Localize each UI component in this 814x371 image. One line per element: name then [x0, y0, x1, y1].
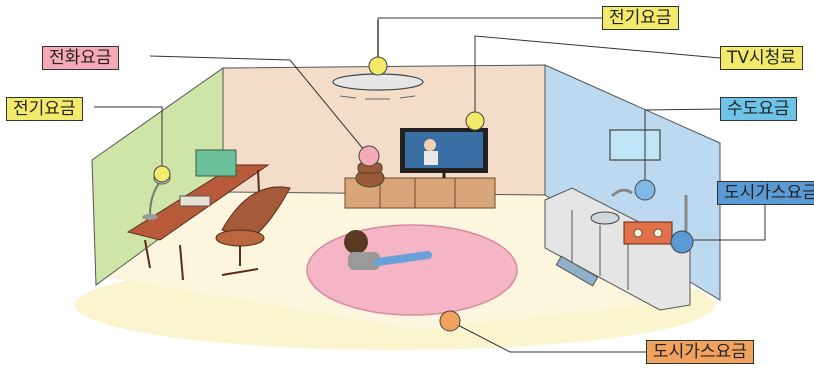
tv-label: TV시청료 [720, 46, 803, 70]
rug [307, 225, 517, 315]
desk-lamp-label: 전기요금 [6, 97, 83, 121]
ceiling-light-label: 전기요금 [602, 6, 679, 30]
ceiling-light-marker [369, 57, 387, 75]
water-label: 수도요금 [720, 97, 797, 121]
floor-gas-marker [440, 311, 460, 331]
telephone-icon [356, 163, 384, 187]
desk-lamp-marker [154, 166, 170, 182]
phone-label: 전화요금 [42, 46, 119, 70]
stove-gas-label: 도시가스요금 [717, 181, 814, 205]
stove-gas-marker [671, 231, 693, 253]
tv-marker [466, 112, 484, 130]
water-marker [635, 180, 655, 200]
window [610, 130, 660, 160]
floor-gas-label: 도시가스요금 [646, 340, 754, 364]
sink [591, 212, 619, 224]
phone-marker [359, 146, 379, 166]
gas-stove-icon [624, 222, 672, 244]
books [196, 150, 236, 176]
